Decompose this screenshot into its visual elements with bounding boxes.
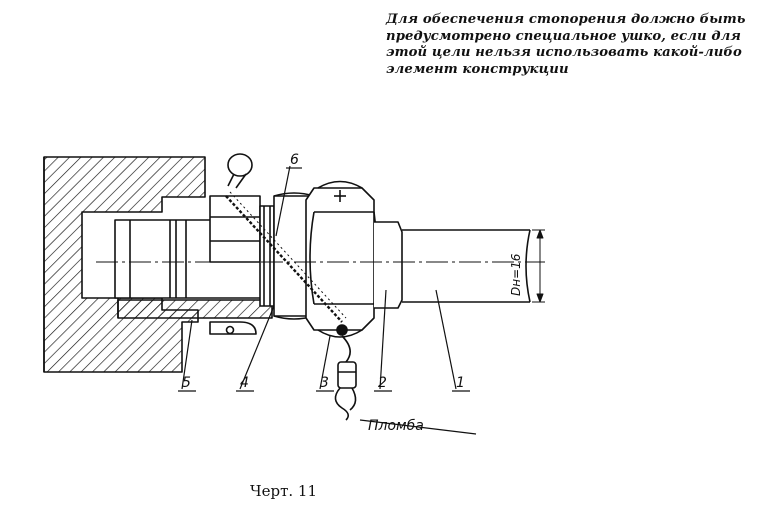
- lower-lug: [209, 321, 257, 335]
- callout-5: 5: [182, 375, 191, 391]
- nut-mark: [334, 190, 346, 202]
- callout-leaders: [178, 165, 477, 435]
- seal-label: Пломба: [368, 418, 424, 434]
- sleeve: [374, 221, 403, 309]
- threaded-boss: [114, 195, 276, 319]
- hex-nut: [305, 180, 378, 338]
- callout-6: 6: [290, 152, 299, 168]
- lock-wire: [225, 195, 343, 323]
- locking-eye-top: [227, 153, 253, 189]
- callout-1: 1: [456, 375, 465, 391]
- locking-note: Для обеспечения стопорения должно быть п…: [386, 12, 746, 77]
- callout-4: 4: [240, 375, 249, 391]
- seal-assembly: [334, 324, 357, 421]
- pipe: [402, 229, 531, 303]
- figure-caption: Черт. 11: [250, 482, 317, 500]
- callout-2: 2: [378, 375, 387, 391]
- diameter-label: Dн=16: [509, 253, 523, 296]
- diameter-dimension: [532, 229, 545, 303]
- callout-3: 3: [320, 375, 329, 391]
